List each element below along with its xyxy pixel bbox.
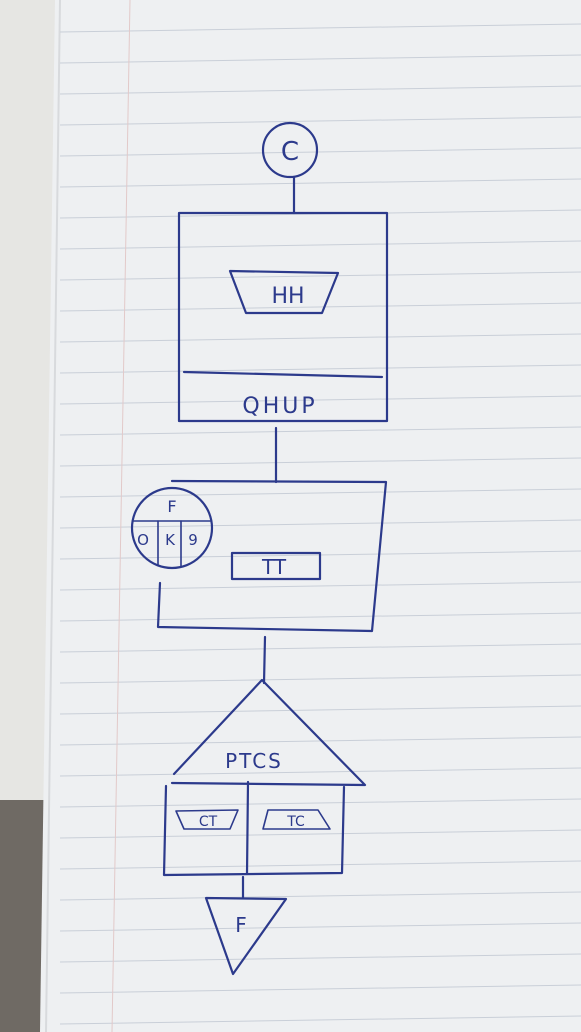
side-circle: F O K 9 (130, 486, 214, 570)
ruled-line (59, 984, 581, 994)
side-circle-cell-1: O (137, 531, 149, 549)
end-connector-triangle (204, 896, 288, 976)
ruled-line (59, 178, 581, 188)
ruled-line (59, 891, 581, 901)
side-circle-cell-2: K (165, 531, 176, 549)
start-connector-circle (261, 121, 319, 179)
ruled-line (59, 333, 581, 343)
ruled-line (59, 519, 581, 529)
block-one-trapezoid (228, 269, 340, 315)
ruled-line (59, 674, 581, 684)
end-connector-label: F (235, 913, 247, 937)
ruled-line (59, 953, 581, 963)
block-two-frame (156, 479, 388, 633)
block-two: TT F O K 9 (130, 479, 388, 633)
ruled-line (59, 922, 581, 932)
connector-line-3 (262, 635, 267, 685)
block-one: HH QHUP (177, 211, 389, 423)
block-two-inner-box (230, 551, 322, 581)
ruled-line (59, 271, 581, 281)
ruled-line (59, 116, 581, 126)
ruled-line (59, 364, 581, 374)
ruled-line (59, 798, 581, 808)
house-left-shape (175, 809, 239, 830)
house-roof-label: PTCS (225, 749, 283, 773)
side-circle-cell-3: 9 (188, 531, 198, 549)
end-connector: F (204, 896, 288, 976)
margin-line (111, 0, 131, 1032)
ruled-line (59, 860, 581, 870)
ruled-line (59, 426, 581, 436)
ruled-lines (59, 23, 581, 1025)
side-circle-top-label: F (167, 497, 176, 516)
house-roof (170, 678, 367, 787)
ruled-line (59, 395, 581, 405)
ruled-line (59, 302, 581, 312)
ruled-line (59, 643, 581, 653)
house-divider (245, 780, 250, 876)
ruled-line (59, 240, 581, 250)
ruled-line (59, 1015, 581, 1025)
start-connector-label: C (281, 137, 299, 167)
house-body (162, 784, 346, 877)
ruled-line (59, 23, 581, 33)
ruled-line (59, 54, 581, 64)
house-left-label: CT (199, 814, 218, 830)
ruled-line (59, 581, 581, 591)
ruled-line (59, 612, 581, 622)
block-one-frame (177, 211, 389, 423)
house-block: PTCS CT TC (162, 678, 367, 877)
block-one-inner-label: HH (271, 284, 304, 309)
house-right-shape (262, 809, 331, 830)
ruled-line (59, 147, 581, 157)
ruled-line (59, 767, 581, 777)
block-one-footer-label: QHUP (242, 394, 317, 419)
ruled-line (59, 829, 581, 839)
ruled-line (59, 85, 581, 95)
page-edge (45, 0, 61, 1032)
block-two-inner-label: TT (261, 555, 287, 579)
side-circle-outline (130, 486, 214, 570)
ruled-line (59, 457, 581, 467)
house-right-label: TC (286, 814, 305, 830)
block-one-divider (182, 370, 384, 379)
ruled-line (59, 705, 581, 715)
start-connector: C (261, 121, 319, 179)
